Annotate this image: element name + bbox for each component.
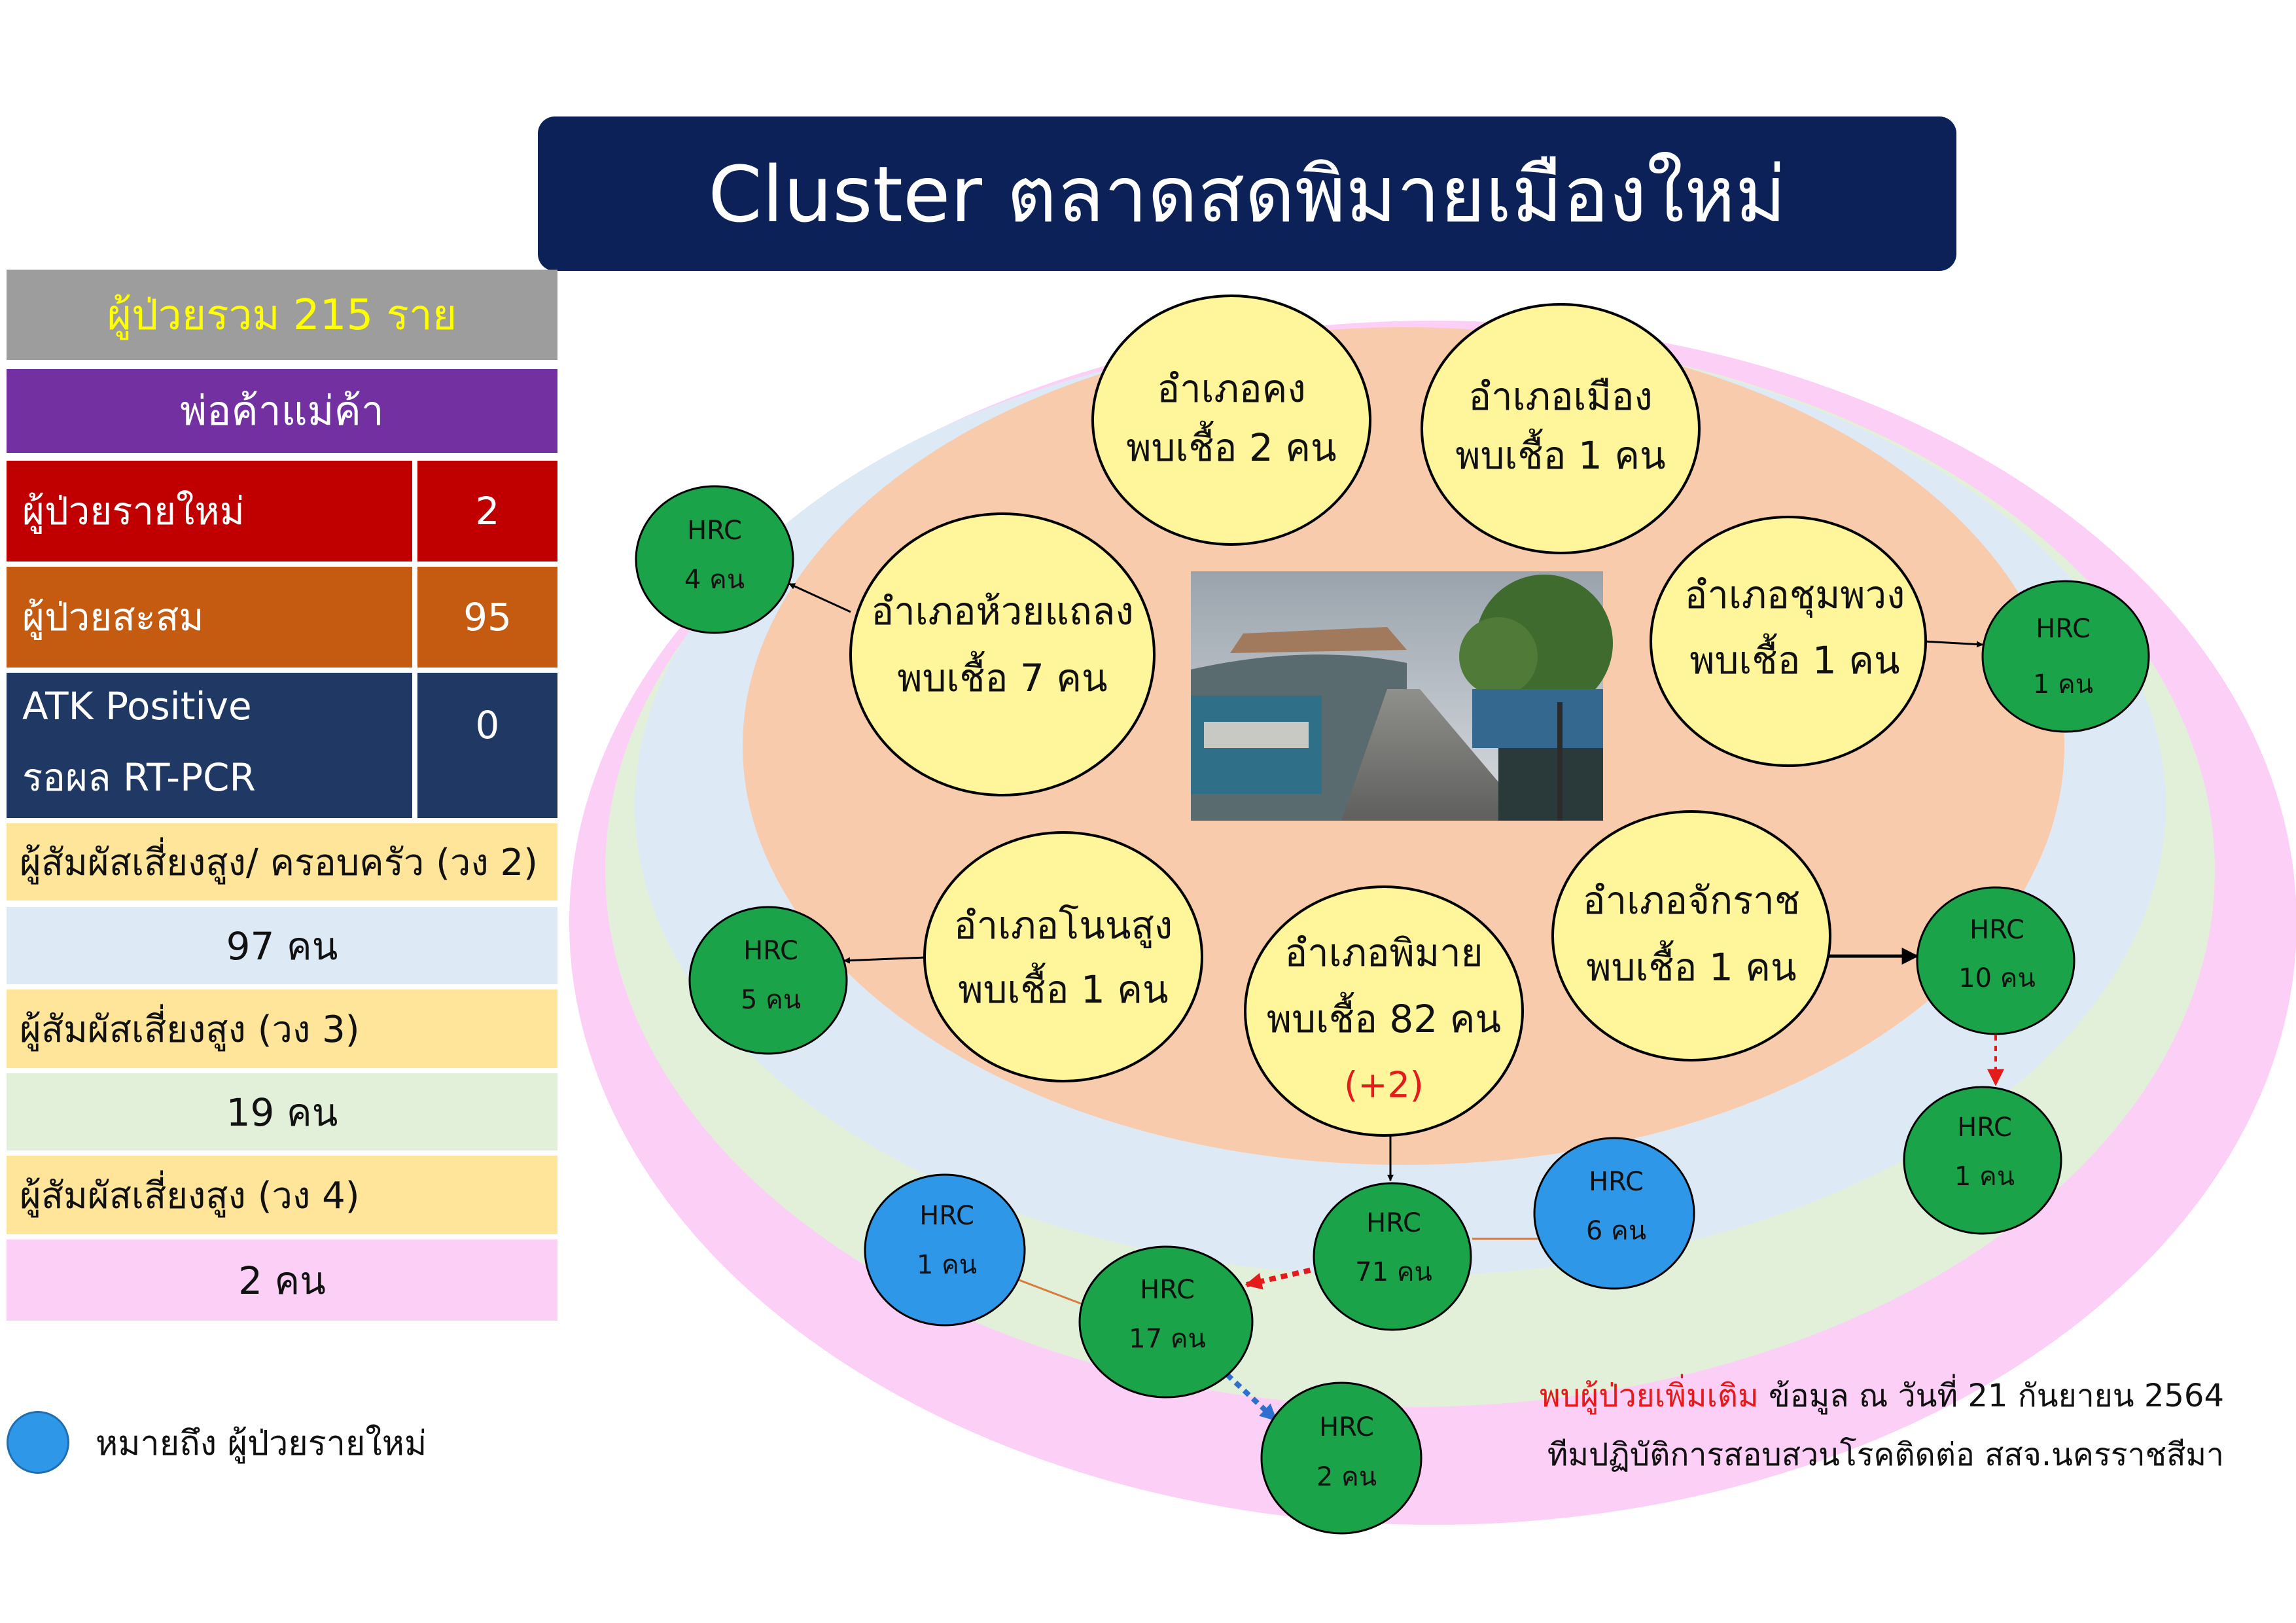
hrc-node-6-new[interactable]: HRC 6 คน xyxy=(1533,1137,1695,1290)
hrc-count: 4 คน xyxy=(684,565,745,595)
edge-huai-to-hrc4 xyxy=(788,582,851,613)
hrc-count: 6 คน xyxy=(1586,1216,1646,1246)
page-title: Cluster ตลาดสดพิมายเมืองใหม่ xyxy=(538,116,1956,271)
hrc-node-non[interactable]: HRC 5 คน xyxy=(688,906,848,1055)
district-name: อำเภอชุมพวง xyxy=(1684,573,1905,618)
district-name: อำเภอคง xyxy=(1157,366,1305,411)
district-circle-khong[interactable]: อำเภอคง พบเชื้อ 2 คน xyxy=(1091,294,1371,546)
hrc-label: HRC xyxy=(1969,915,2024,945)
hrc-count: 17 คน xyxy=(1129,1324,1206,1354)
contacts-ring3-label-row: ผู้สัมผัสเสี่ยงสูง (วง 3) xyxy=(7,990,557,1068)
contacts-ring4-value: 2 คน xyxy=(238,1258,326,1303)
market-photo xyxy=(1191,571,1613,821)
group-header: พ่อค้าแม่ค้า xyxy=(7,369,557,453)
contacts-ring3-value-row: 19 คน xyxy=(7,1073,557,1150)
district-circle-non-sung[interactable]: อำเภอโนนสูง พบเชื้อ 1 คน xyxy=(923,831,1203,1082)
contacts-ring2-label: ผู้สัมผัสเสี่ยงสูง/ ครอบครัว (วง 2) xyxy=(20,841,538,884)
footer-line-1: พบผู้ป่วยเพิ่มเติม ข้อมูล ณ วันที่ 21 กั… xyxy=(1540,1366,2224,1425)
district-found: พบเชื้อ 1 คน xyxy=(958,963,1168,1012)
district-circle-huai-thalaeng[interactable]: อำเภอห้วยแถลง พบเชื้อ 7 คน xyxy=(849,512,1156,796)
atk-positive-value: 0 xyxy=(475,703,500,747)
legend-label: หมายถึง ผู้ป่วยรายใหม่ xyxy=(96,1423,427,1463)
atk-positive-row: ATK Positive รอผล RT-PCR 0 xyxy=(7,673,557,818)
new-patients-row: ผู้ป่วยรายใหม่ 2 xyxy=(7,461,557,562)
hrc-label: HRC xyxy=(919,1201,974,1231)
cumulative-patients-row: ผู้ป่วยสะสม 95 xyxy=(7,567,557,668)
total-patients: ผู้ป่วยรวม 215 ราย xyxy=(107,291,457,340)
footer-highlight: พบผู้ป่วยเพิ่มเติม xyxy=(1540,1378,1759,1414)
hrc-label: HRC xyxy=(1957,1113,2012,1143)
hrc-label: HRC xyxy=(687,516,742,546)
hrc-node-huai[interactable]: HRC 4 คน xyxy=(635,485,794,634)
district-circle-chum-phuang[interactable]: อำเภอชุมพวง พบเชื้อ 1 คน xyxy=(1650,516,1927,767)
hrc-node-chak1[interactable]: HRC 1 คน xyxy=(1903,1086,2062,1235)
contacts-ring3-label: ผู้สัมผัสเสี่ยงสูง (วง 3) xyxy=(20,1008,360,1051)
hrc-label: HRC xyxy=(1589,1167,1644,1197)
total-patients-row: ผู้ป่วยรวม 215 ราย xyxy=(7,270,557,360)
contacts-ring2-value-row: 97 คน xyxy=(7,907,557,984)
district-name: อำเภอจักราช xyxy=(1583,878,1800,923)
district-found: พบเชื้อ 82 คน xyxy=(1267,992,1501,1041)
hrc-label: HRC xyxy=(2036,614,2091,644)
hrc-node-17[interactable]: HRC 17 คน xyxy=(1078,1245,1254,1399)
district-found: พบเชื้อ 1 คน xyxy=(1586,940,1796,990)
hrc-label: HRC xyxy=(1366,1208,1421,1238)
district-increase: (+2) xyxy=(1344,1065,1424,1106)
hrc-node-chum[interactable]: HRC 1 คน xyxy=(1981,580,2150,733)
district-name: อำเภอห้วยแถลง xyxy=(871,589,1133,633)
edge-non-to-hrc5 xyxy=(843,956,927,964)
atk-positive-label: ATK Positive xyxy=(22,683,252,728)
hrc-count: 2 คน xyxy=(1316,1462,1377,1492)
district-circle-chakkarat[interactable]: อำเภอจักราช พบเชื้อ 1 คน xyxy=(1551,810,1831,1061)
edge-hrc1b-hrc17 xyxy=(1017,1278,1087,1307)
district-found: พบเชื้อ 2 คน xyxy=(1126,421,1336,470)
contacts-ring3-value: 19 คน xyxy=(226,1090,338,1135)
hrc-node-2[interactable]: HRC 2 คน xyxy=(1260,1382,1422,1535)
footer-line-2: ทีมปฏิบัติการสอบสวนโรคติดต่อ สสจ.นครราชส… xyxy=(1547,1436,2224,1473)
hrc-label: HRC xyxy=(743,936,798,966)
district-circle-mueang[interactable]: อำเภอเมือง พบเชื้อ 1 คน xyxy=(1421,303,1701,554)
new-patient-legend-dot xyxy=(7,1411,69,1474)
hrc-label: HRC xyxy=(1140,1275,1195,1305)
hrc-count: 71 คน xyxy=(1355,1257,1432,1287)
hrc-node-chak10[interactable]: HRC 10 คน xyxy=(1916,886,2075,1035)
footer-date: ข้อมูล ณ วันที่ 21 กันยายน 2564 xyxy=(1758,1378,2224,1414)
cumulative-patients-label: ผู้ป่วยสะสม xyxy=(22,595,204,639)
district-circle-phimai[interactable]: อำเภอพิมาย พบเชื้อ 82 คน (+2) xyxy=(1244,885,1524,1137)
edge-chum-to-hrc1 xyxy=(1923,640,1983,648)
edge-hrc71-to-hrc17 xyxy=(1245,1265,1322,1290)
hrc-label: HRC xyxy=(1319,1412,1374,1442)
contacts-ring4-label: ผู้สัมผัสเสี่ยงสูง (วง 4) xyxy=(20,1174,360,1217)
hrc-count: 10 คน xyxy=(1958,963,2036,993)
hrc-count: 1 คน xyxy=(917,1250,977,1280)
district-found: พบเชื้อ 1 คน xyxy=(1455,429,1665,478)
contacts-ring2-value: 97 คน xyxy=(226,923,338,969)
new-patients-value: 2 xyxy=(475,489,500,533)
new-patients-label: ผู้ป่วยรายใหม่ xyxy=(22,489,245,533)
footer-note: พบผู้ป่วยเพิ่มเติม ข้อมูล ณ วันที่ 21 กั… xyxy=(1540,1366,2224,1484)
hrc-count: 5 คน xyxy=(741,985,801,1015)
contacts-ring4-value-row: 2 คน xyxy=(7,1240,557,1321)
district-found: พบเชื้อ 7 คน xyxy=(897,651,1107,700)
hrc-node-71[interactable]: HRC 71 คน xyxy=(1313,1182,1472,1331)
contacts-ring4-label-row: ผู้สัมผัสเสี่ยงสูง (วง 4) xyxy=(7,1156,557,1234)
contacts-ring2-label-row: ผู้สัมผัสเสี่ยงสูง/ ครอบครัว (วง 2) xyxy=(7,823,557,901)
district-name: อำเภอพิมาย xyxy=(1284,931,1483,975)
hrc-node-1-new[interactable]: HRC 1 คน xyxy=(864,1173,1026,1327)
group-label: พ่อค้าแม่ค้า xyxy=(180,387,384,435)
district-name: อำเภอโนนสูง xyxy=(954,903,1173,948)
rt-pcr-pending-label: รอผล RT-PCR xyxy=(22,755,256,800)
district-found: พบเชื้อ 1 คน xyxy=(1689,633,1899,683)
legend: หมายถึง ผู้ป่วยรายใหม่ xyxy=(7,1408,427,1476)
cumulative-patients-value: 95 xyxy=(463,595,512,639)
district-name: อำเภอเมือง xyxy=(1468,374,1653,419)
hrc-count: 1 คน xyxy=(2033,669,2093,700)
hrc-count: 1 คน xyxy=(1954,1162,2015,1192)
